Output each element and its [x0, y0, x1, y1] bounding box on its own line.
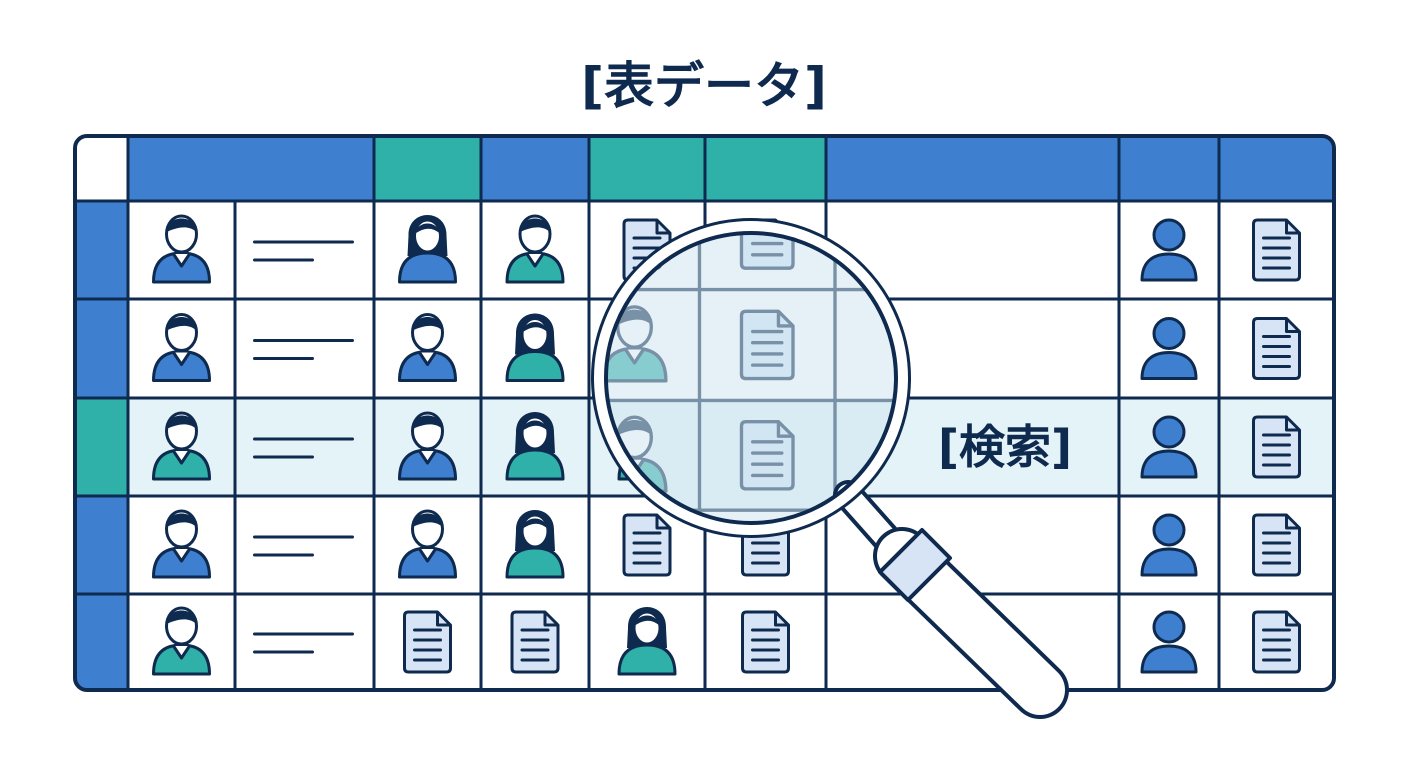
column-header	[128, 136, 374, 201]
person-female-icon	[617, 607, 677, 676]
column-header	[705, 136, 826, 201]
text-lines-icon	[253, 339, 354, 360]
person-icon	[398, 509, 457, 579]
document-icon	[622, 513, 672, 577]
text-lines-icon	[253, 240, 354, 262]
person-icon	[152, 214, 211, 284]
row-header	[0, 620, 53, 728]
person-female-icon	[505, 313, 565, 382]
page-title: [表データ]	[581, 57, 827, 115]
column-header	[826, 136, 1119, 201]
person-icon	[152, 606, 211, 676]
text-lines-icon	[253, 535, 354, 557]
row-header	[75, 594, 128, 690]
document-icon	[1252, 513, 1301, 577]
person-icon	[505, 214, 565, 284]
document-icon	[1252, 415, 1301, 479]
person-icon	[152, 509, 211, 579]
text-lines-icon	[253, 632, 354, 654]
document-icon	[1252, 317, 1301, 380]
row-header	[0, 290, 53, 401]
column-header	[1119, 136, 1219, 201]
row-header	[0, 510, 53, 620]
document-icon	[1252, 610, 1301, 674]
row-header	[0, 180, 53, 290]
table-row	[152, 509, 1301, 579]
row-header	[75, 496, 128, 594]
document-icon	[403, 610, 452, 674]
row-header	[75, 398, 128, 496]
document-icon	[741, 610, 790, 674]
table-border	[73, 134, 1336, 692]
column-header	[1219, 136, 1334, 201]
user-icon	[1140, 513, 1198, 577]
row-header	[75, 299, 128, 398]
lens-view	[0, 107, 899, 728]
table-row	[152, 606, 1301, 676]
corner-cell	[75, 136, 128, 201]
person-icon	[152, 313, 211, 382]
person-female-icon	[505, 510, 565, 579]
row-header	[75, 201, 128, 299]
document-icon	[510, 610, 560, 674]
column-header	[589, 136, 705, 201]
user-icon	[1140, 218, 1198, 282]
user-icon	[1140, 317, 1198, 380]
text-lines-icon	[253, 437, 354, 459]
search-label: [検索]	[938, 420, 1072, 474]
column-header	[374, 136, 481, 201]
person-icon	[398, 411, 457, 481]
row-header	[0, 400, 53, 510]
magnifier-icon	[0, 107, 1069, 728]
person-icon	[152, 411, 211, 481]
column-header	[481, 136, 589, 201]
person-icon	[398, 313, 457, 382]
user-icon	[1140, 415, 1198, 479]
corner-cell	[0, 107, 53, 180]
magnifier-handle	[833, 480, 1069, 719]
user-icon	[1140, 610, 1198, 674]
person-female-icon	[398, 215, 457, 284]
document-icon	[1252, 218, 1301, 282]
person-female-icon	[505, 412, 565, 481]
